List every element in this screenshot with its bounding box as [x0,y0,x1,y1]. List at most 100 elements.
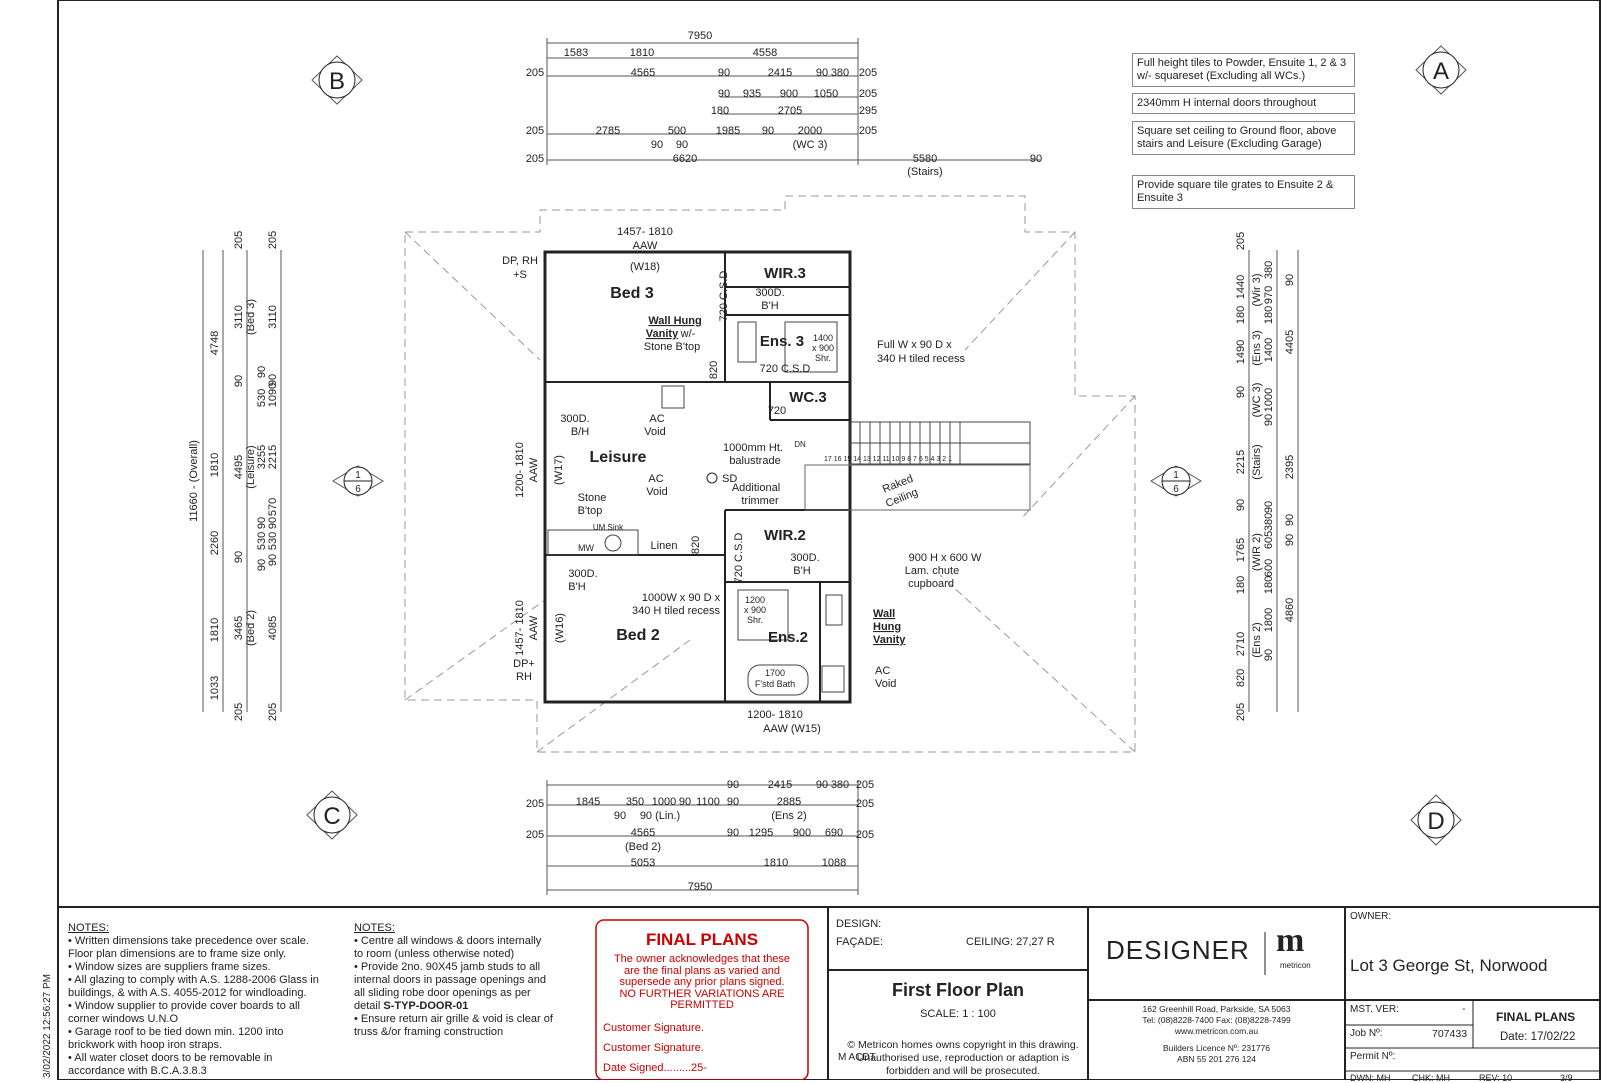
dim: 570 [267,498,279,516]
smoke-detector-icon [706,472,718,484]
stamp-line: PERMITTED [670,999,734,1011]
dim: 1845 [576,796,600,808]
note: 1000W x 90 D x [642,592,721,604]
dim: 90 [718,67,730,79]
building-walls [543,250,852,704]
svg-text:6: 6 [1173,484,1179,495]
note: Void [875,678,896,690]
room-bed2: Bed 2 [616,627,660,644]
address-line: Tel: (08)8228-7400 Fax: (08)8228-7499 [1142,1015,1291,1025]
right-dimensions: 205 820 2710 180 1765 90 2215 90 1490 18… [1235,232,1296,721]
dim: 90 [267,554,279,566]
left-dimensions: 11660 - (Overall) 1033 1810 2260 1810 47… [188,231,279,721]
detail-code: S-TYP-DOOR-01 [383,1000,469,1012]
stamp-title: FINAL PLANS [645,930,759,949]
dim: 90 [233,375,245,387]
note: RH [516,671,532,683]
room-labels: Bed 3 WIR.3 Ens. 3 WC.3 Leisure WIR.2 Be… [590,265,827,646]
dim: (Bed 2) [245,610,257,646]
note-square-set-ceiling: Square set ceiling to Ground floor, abov… [1132,121,1355,155]
dim: 90 [233,551,245,563]
dim: 1295 [749,827,773,839]
titleblock-grid [595,907,1600,1080]
dim: 1583 [564,47,588,59]
dim: (WC 3) [793,139,828,151]
note: 1200- 1810 [514,442,526,498]
dim: 1088 [822,857,846,869]
dim: 90 [1263,649,1275,661]
dim: 3110 [267,305,279,329]
dim: 205 [856,779,874,791]
note: 720 C.S.D [718,271,730,322]
note-line: Floor plan dimensions are to frame size … [68,948,287,960]
note-line: detail S-TYP-DOOR-01 [354,1000,584,1013]
mst-ver-label: MST. VER: [1350,1004,1399,1015]
dim: 1985 [716,125,740,137]
note: 820 [690,536,702,554]
room-wir2: WIR.2 [764,527,806,544]
dim: 1800 [1263,608,1275,632]
copyright-line: forbidden and will be prosecuted. [885,1065,1041,1077]
note: Wall Hung [648,315,701,327]
dim: 1765 [1235,538,1247,562]
designer-brand: DESIGNER [1106,935,1250,965]
svg-text:1: 1 [355,470,361,481]
copyright-line: Unauthorised use, reproduction or adapti… [856,1052,1070,1064]
plan-title: First Floor Plan [891,980,1024,1000]
issue-date: Date: 17/02/22 [1500,1031,1576,1043]
mst-ver-value: - [1462,1004,1466,1015]
note: DN [794,440,806,449]
dim: (Leisure) [245,445,257,488]
note: Vanity [873,634,906,646]
note: UM Sink [593,523,624,532]
dim-overall: 11660 - (Overall) [188,440,200,522]
dim: 1810 [209,618,221,642]
room-ens2: Ens.2 [768,629,808,646]
dim: 2705 [778,105,802,117]
dim: 7950 [688,881,712,893]
revision: REV: 10 [1479,1073,1513,1083]
acdt-mark: M ACDT [838,1052,876,1063]
note-full-height-tiles: Full height tiles to Powder, Ensuite 1, … [1132,53,1355,87]
note-internal-doors: 2340mm H internal doors throughout [1132,93,1355,114]
licence-line: Builders Licence Nº: 231776 [1162,1043,1271,1053]
dim: 205 [526,829,544,841]
dim: 90 [727,796,739,808]
dim: 4558 [753,47,777,59]
note-line: internal doors in passage openings and [354,974,547,986]
note: 720 C.S.D [733,533,745,584]
stamp-line: are the final plans as varied and [624,964,780,977]
note-line: all sliding robe door openings as per [354,987,531,999]
note: 900 H x 600 W [909,552,982,564]
note-line: • Garage roof to be tied down min. 1200 … [68,1026,284,1038]
note: Full W x 90 D x [877,339,952,351]
notes-heading: NOTES: [68,922,109,934]
note: 300D. [568,568,597,580]
stamp-line: The owner acknowledges that these [613,953,791,965]
note-line: • All glazing to comply with A.S. 1288-2… [68,974,319,986]
note-line: brickwork with hoop iron straps. [68,1039,223,1051]
dim: 1090 [267,383,279,407]
section-marker-b: B [311,55,363,105]
dim: 530 [256,389,268,407]
note: Wall [873,608,895,620]
note: cupboard [908,578,954,590]
note: 17 16 15 14 13 12 11 10 9 8 7 6 5 4 3 2 … [824,456,952,463]
dim: 1033 [209,676,221,700]
dim: 2710 [1235,632,1247,656]
note-line: truss &/or framing construction [354,1026,504,1038]
plan-annotations: 1457- 1810 AAW (W18) DP, RH +S Wall Hung… [502,226,982,735]
dim: 180 [1235,306,1247,324]
svg-text:B: B [329,68,345,95]
section-marker-c: C [306,790,358,840]
note-line: to room (unless otherwise noted) [354,948,515,960]
dim: 500 [668,125,686,137]
dim: 205 [856,798,874,810]
dim: 4748 [209,331,221,355]
stairs [804,421,1031,511]
sheet-number: 3/9 [1560,1073,1573,1083]
copyright-line: © Metricon homes owns copyright in this … [847,1039,1079,1051]
roof-outline [404,195,1136,753]
room-wir3: WIR.3 [764,265,806,282]
dim: 4860 [1284,598,1296,622]
